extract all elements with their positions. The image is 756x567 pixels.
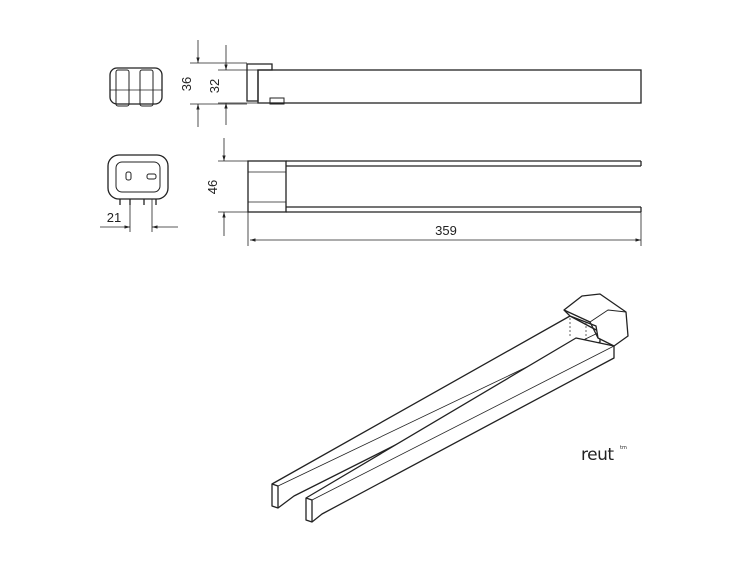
brand-mark: tm [620, 445, 627, 451]
top-front-view [246, 63, 642, 105]
middle-top-view [247, 160, 642, 213]
dim-label-32: 32 [207, 79, 222, 93]
dim-label-36: 36 [179, 77, 194, 91]
middle-end-view [107, 154, 169, 205]
dim-bar-height [218, 45, 258, 125]
dim-mount-height [218, 138, 248, 236]
dim-overall-height [190, 40, 247, 127]
dim-label-46: 46 [205, 180, 220, 194]
dim-label-21: 21 [107, 210, 121, 225]
dim-mount-width [100, 199, 178, 232]
top-end-view [109, 67, 163, 107]
dim-overall-length [247, 212, 642, 246]
brand-name: reut [581, 445, 614, 465]
perspective-view [271, 293, 629, 523]
brand-logo: reut tm [581, 445, 627, 465]
dim-label-359: 359 [435, 223, 457, 238]
